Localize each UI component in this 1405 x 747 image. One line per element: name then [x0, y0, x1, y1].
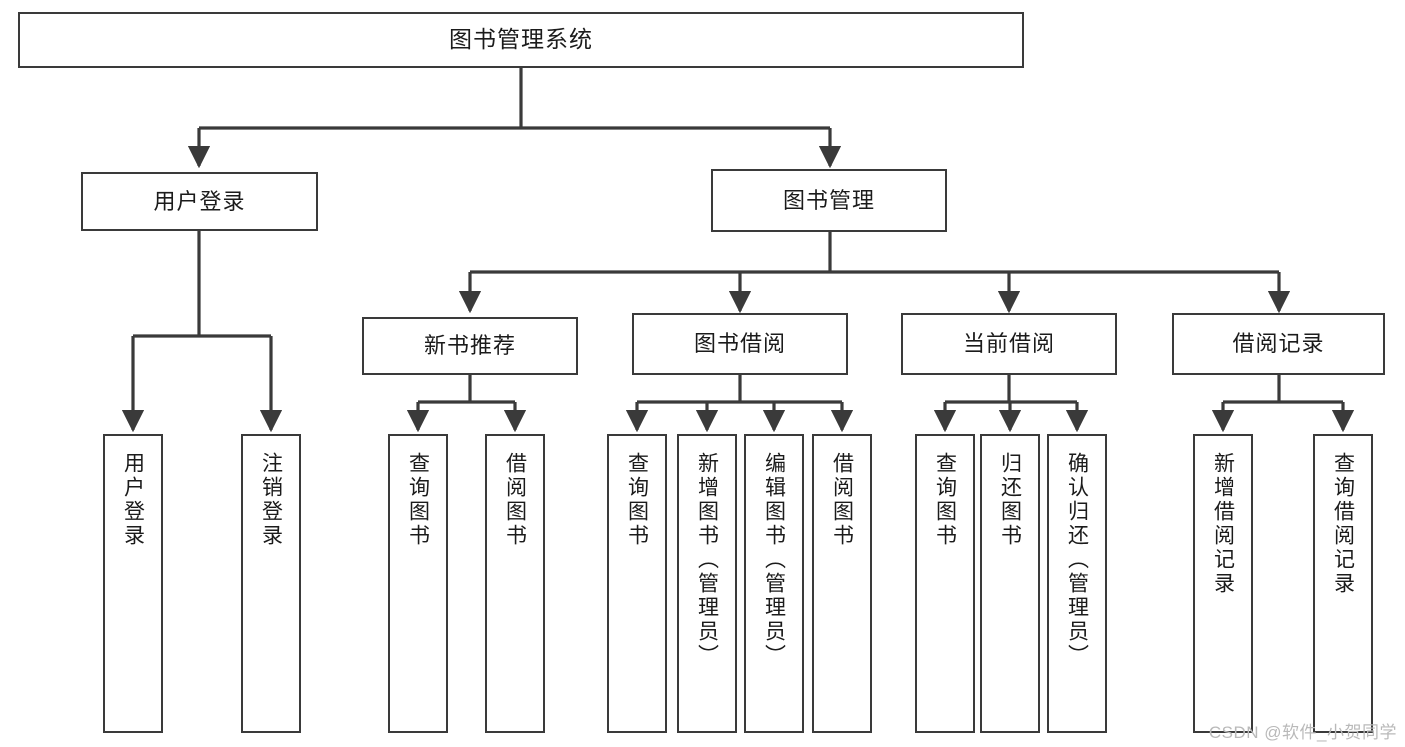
node-leaf-query-book-2-label: 查询图书 — [625, 452, 649, 548]
node-current-borrow-label: 当前借阅 — [962, 331, 1055, 357]
node-leaf-query-book-3-label: 查询图书 — [933, 452, 957, 548]
node-book-manage[interactable]: 图书管理 — [711, 169, 947, 232]
node-new-book-rec[interactable]: 新书推荐 — [362, 317, 578, 375]
node-leaf-query-record-label: 查询借阅记录 — [1331, 452, 1355, 596]
node-leaf-return-book-label: 归还图书 — [998, 452, 1022, 548]
node-leaf-edit-book-label: 编辑图书（管理员） — [762, 452, 786, 668]
node-leaf-borrow-book-1[interactable]: 借阅图书 — [485, 434, 545, 733]
node-book-borrow-label: 图书借阅 — [693, 331, 786, 357]
node-user-login[interactable]: 用户登录 — [81, 172, 318, 231]
node-root[interactable]: 图书管理系统 — [18, 12, 1024, 68]
node-user-login-label: 用户登录 — [153, 188, 246, 214]
node-leaf-user-logout-label: 注销登录 — [259, 452, 283, 548]
node-leaf-add-book[interactable]: 新增图书（管理员） — [677, 434, 737, 733]
node-book-borrow[interactable]: 图书借阅 — [632, 313, 848, 375]
node-leaf-borrow-book-2-label: 借阅图书 — [830, 452, 854, 548]
node-book-manage-label: 图书管理 — [782, 187, 875, 213]
node-leaf-user-logout[interactable]: 注销登录 — [241, 434, 301, 733]
node-new-book-rec-label: 新书推荐 — [423, 333, 516, 359]
node-leaf-query-book-3[interactable]: 查询图书 — [915, 434, 975, 733]
watermark: CSDN @软件_小贺同学 — [1208, 723, 1397, 742]
node-leaf-query-book-1-label: 查询图书 — [406, 452, 430, 548]
node-root-label: 图书管理系统 — [449, 26, 593, 53]
node-leaf-return-book[interactable]: 归还图书 — [980, 434, 1040, 733]
node-borrow-record[interactable]: 借阅记录 — [1172, 313, 1385, 375]
node-borrow-record-label: 借阅记录 — [1232, 331, 1325, 357]
node-leaf-user-login[interactable]: 用户登录 — [103, 434, 163, 733]
node-leaf-add-record-label: 新增借阅记录 — [1211, 452, 1235, 596]
node-leaf-edit-book[interactable]: 编辑图书（管理员） — [744, 434, 804, 733]
node-leaf-confirm-return-label: 确认归还（管理员） — [1065, 452, 1089, 668]
node-leaf-borrow-book-1-label: 借阅图书 — [503, 452, 527, 548]
node-current-borrow[interactable]: 当前借阅 — [901, 313, 1117, 375]
node-leaf-query-book-1[interactable]: 查询图书 — [388, 434, 448, 733]
node-leaf-add-book-label: 新增图书（管理员） — [695, 452, 719, 668]
node-leaf-query-record[interactable]: 查询借阅记录 — [1313, 434, 1373, 733]
node-leaf-confirm-return[interactable]: 确认归还（管理员） — [1047, 434, 1107, 733]
node-leaf-user-login-label: 用户登录 — [121, 452, 145, 548]
node-leaf-borrow-book-2[interactable]: 借阅图书 — [812, 434, 872, 733]
node-leaf-query-book-2[interactable]: 查询图书 — [607, 434, 667, 733]
node-leaf-add-record[interactable]: 新增借阅记录 — [1193, 434, 1253, 733]
